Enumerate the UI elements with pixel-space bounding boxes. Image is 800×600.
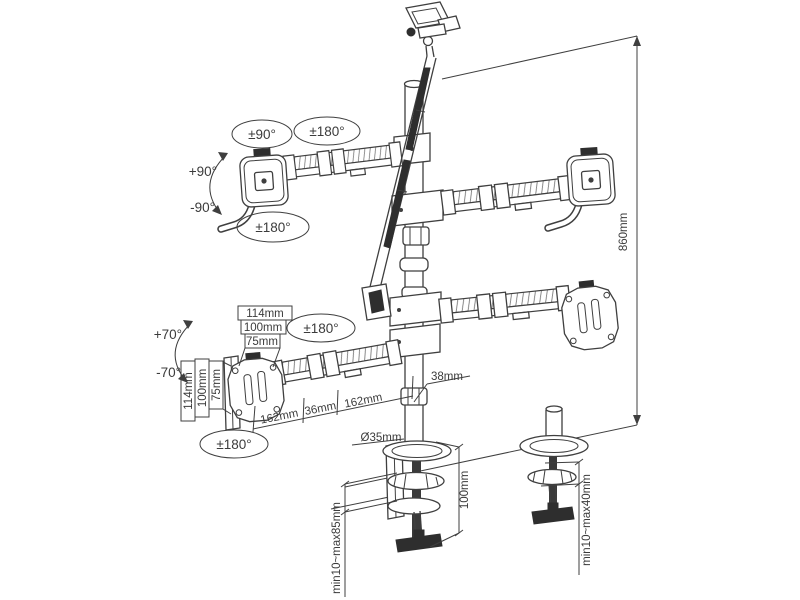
label-vesa-width-114: 114mm: [246, 308, 284, 320]
grommet-washer: [527, 468, 577, 486]
label-38mm: 38mm: [431, 371, 463, 383]
dim-pole-height: 860mm: [441, 35, 641, 425]
label-860mm: 860mm: [618, 213, 630, 251]
cable-clip: [402, 226, 430, 246]
pole-collar: [399, 257, 429, 272]
dim-vesa-height: 114mm 100mm 75mm: [180, 358, 232, 422]
label-clamp-range: min10~max85mm: [331, 502, 343, 594]
dim-pole-diameter: Ø35mm: [351, 432, 405, 446]
clamp-washer: [387, 471, 445, 491]
lower-left-arm: [223, 323, 441, 431]
label-tilt-up-70: +70°: [154, 327, 182, 342]
dim-vesa-width: 114mm 100mm 75mm: [237, 305, 293, 368]
label-vesa-height-114: 114mm: [183, 372, 195, 410]
label-tilt-down-70: -70°: [156, 365, 181, 380]
upper-right-monitor-plate: [565, 145, 617, 208]
dim-grommet-thickness: min10~max40mm: [540, 458, 593, 575]
label-segment-36: 36mm: [304, 400, 338, 418]
grommet-mount: [519, 405, 589, 525]
cable-clip: [400, 387, 428, 406]
label-tilt-down-90: -90°: [190, 200, 215, 215]
label-vesa-height-100: 100mm: [197, 369, 209, 407]
label-grommet-range: min10~max40mm: [581, 474, 593, 566]
label-upper-swivel-plate: ±90°: [248, 127, 276, 142]
phone-holder: [405, 1, 461, 58]
label-segment-162-right: 162mm: [343, 392, 383, 411]
upper-left-monitor-plate: [238, 146, 290, 209]
label-vesa-width-75: 75mm: [246, 336, 278, 348]
dim-clamp-thickness: min10~max85mm: [331, 472, 398, 597]
dim-pole-offset: 38mm: [413, 371, 471, 403]
label-lower-rotate-plate: ±180°: [216, 437, 251, 452]
label-vesa-height-75: 75mm: [211, 369, 223, 401]
label-35mm: Ø35mm: [361, 432, 402, 444]
label-upper-rotate-plate: ±180°: [255, 220, 290, 235]
rotation-annotations: ±90° ±180° ±180° ±180° ±180°: [199, 116, 361, 459]
tilt-annotations: +90° -90° +70° -70°: [154, 152, 228, 383]
upper-right-arm: [391, 145, 617, 232]
dim-arm-segments: 162mm 36mm 162mm: [252, 375, 414, 433]
label-tilt-up-90: +90°: [189, 164, 217, 179]
grommet-knob: [531, 506, 575, 525]
clamp-knob: [395, 533, 443, 553]
label-lower-swivel-arm: ±180°: [303, 321, 338, 336]
clamp-jaw: [387, 497, 441, 515]
desk-clamp: [382, 440, 452, 553]
label-upper-swivel-arm: ±180°: [309, 124, 344, 139]
label-clamp-height: 100mm: [459, 471, 471, 509]
dim-clamp-height: 100mm: [429, 441, 471, 548]
label-vesa-width-100: 100mm: [244, 322, 282, 334]
camera-arm: [361, 1, 461, 321]
